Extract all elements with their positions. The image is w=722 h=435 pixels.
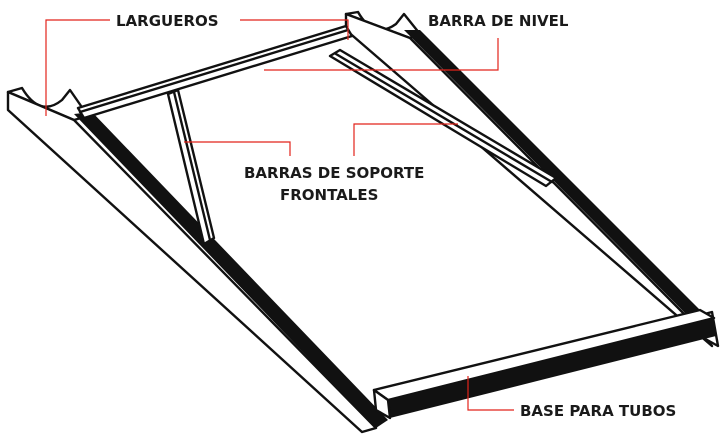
front-support-bar-left-edge [172, 90, 212, 242]
level-bar-edge [78, 28, 350, 114]
front-support-bar-right-edge [334, 52, 554, 184]
level-bar-body [76, 24, 354, 120]
leader-lines [45, 19, 514, 411]
callout-labels: LARGUEROS BARRA DE NIVEL BARRAS DE SOPOR… [116, 12, 676, 420]
leader-soporte-left [184, 141, 291, 156]
left-rail-side-face [6, 90, 378, 434]
label-barras-soporte-line2: FRONTALES [280, 186, 378, 204]
front-support-bar-right [328, 48, 558, 188]
leader-soporte-right [353, 123, 458, 156]
label-largueros: LARGUEROS [116, 12, 219, 30]
tube-base-front-black [388, 318, 716, 418]
left-rail-black-flange [74, 112, 388, 428]
label-base-tubos: BASE PARA TUBOS [520, 402, 676, 420]
right-rail-black-flange [404, 30, 706, 322]
left-rail [6, 86, 388, 434]
label-barras-soporte-line1: BARRAS DE SOPORTE [244, 164, 424, 182]
leader-largueros-left [45, 19, 110, 116]
tube-base-end-cap [372, 388, 392, 420]
left-rail-top-face [6, 86, 90, 122]
right-rail [344, 10, 720, 348]
level-bar [76, 24, 354, 120]
front-support-bar-left [166, 88, 216, 246]
leader-barra-nivel [264, 38, 499, 71]
tube-base [372, 308, 716, 420]
label-barra-nivel: BARRA DE NIVEL [428, 12, 569, 30]
leader-base-tubos [467, 376, 514, 411]
tube-base-top-face [372, 308, 716, 402]
leader-largueros-right [240, 19, 349, 40]
